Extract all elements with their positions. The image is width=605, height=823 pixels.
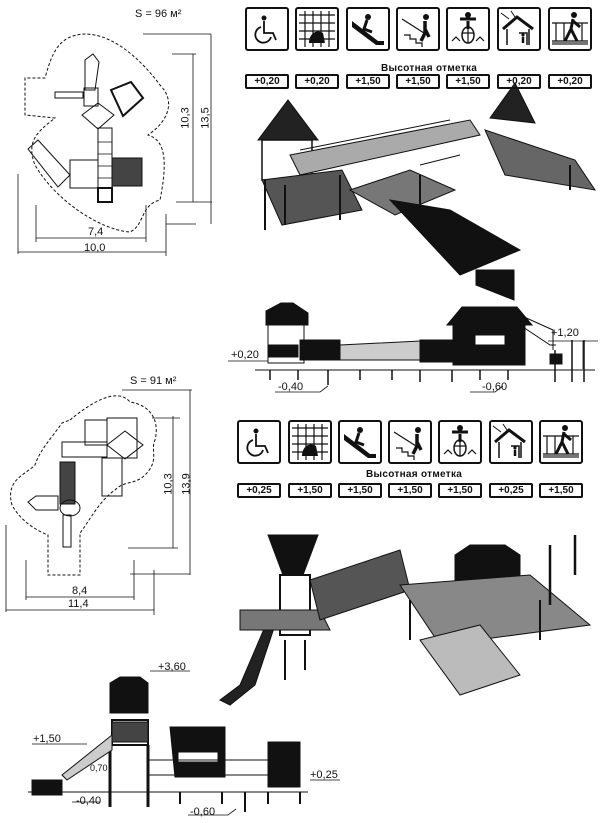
plan-2-inner-height: 10,3 <box>162 473 175 495</box>
section-2-platform: +1,50 <box>33 733 61 745</box>
wheelchair-icon <box>237 420 281 464</box>
slide-icon <box>338 420 382 464</box>
elevation-label-1: Высотная отметка <box>381 63 478 74</box>
site-plan-2 <box>5 389 192 615</box>
section-2-step: 0,70 <box>90 763 108 773</box>
elevation-value: +0,25 <box>489 483 533 498</box>
elevation-value: +1,50 <box>388 483 432 498</box>
ramp-walk-icon <box>548 7 592 51</box>
elevation-value: +1,50 <box>438 483 482 498</box>
plan-1-inner-height: 10,3 <box>179 107 192 129</box>
playhouse-icon <box>489 420 533 464</box>
climbing-net-icon <box>295 7 339 51</box>
plan-2-inner-width: 8,4 <box>72 585 88 597</box>
stairs-handrail-icon <box>388 420 432 464</box>
section-1-right-level: +1,20 <box>551 327 579 339</box>
elevation-value: +1,50 <box>396 74 440 89</box>
plan-1-inner-width: 7,4 <box>88 226 104 238</box>
elevation-value: +0,20 <box>497 74 541 89</box>
elevation-value: +1,50 <box>338 483 382 498</box>
elevation-value: +0,20 <box>245 74 289 89</box>
section-2-footing-left: -0,40 <box>76 795 102 807</box>
plan-1-area: S = 96 м² <box>135 8 182 20</box>
slide-icon <box>346 7 390 51</box>
section-view-2 <box>28 670 340 816</box>
section-2-top: +3,60 <box>158 661 186 673</box>
elevation-label-2: Высотная отметка <box>366 469 463 480</box>
plan-1-outer-width: 10,0 <box>84 242 106 254</box>
spring-rider-icon <box>438 420 482 464</box>
site-plan-1 <box>17 33 212 256</box>
section-view-1 <box>228 269 598 393</box>
elevation-value: +0,25 <box>237 483 281 498</box>
plan-2-outer-width: 11,4 <box>68 598 89 610</box>
elevation-value: +1,50 <box>539 483 583 498</box>
climbing-net-icon <box>288 420 332 464</box>
section-1-footing-right: -0,60 <box>482 381 508 393</box>
isometric-view-1 <box>257 82 597 276</box>
elevation-value: +1,50 <box>446 74 490 89</box>
elevation-value: +1,50 <box>288 483 332 498</box>
isometric-view-2 <box>219 534 592 706</box>
section-2-footing-right: -0,60 <box>190 806 216 818</box>
section-1-footing-left: -0,40 <box>278 381 304 393</box>
plan-2-area: S = 91 м² <box>130 375 177 387</box>
ramp-walk-icon <box>539 420 583 464</box>
playhouse-icon <box>497 7 541 51</box>
elevation-value: +1,50 <box>346 74 390 89</box>
stairs-handrail-icon <box>396 7 440 51</box>
section-2-right-level: +0,25 <box>310 769 338 781</box>
spring-rider-icon <box>446 7 490 51</box>
plan-2-outer-height: 13,9 <box>180 473 193 495</box>
plan-1-outer-height: 13,5 <box>199 107 212 129</box>
wheelchair-icon <box>245 7 289 51</box>
elevation-value: +0,20 <box>548 74 592 89</box>
elevation-value: +0,20 <box>295 74 339 89</box>
section-1-left-level: +0,20 <box>231 349 259 361</box>
